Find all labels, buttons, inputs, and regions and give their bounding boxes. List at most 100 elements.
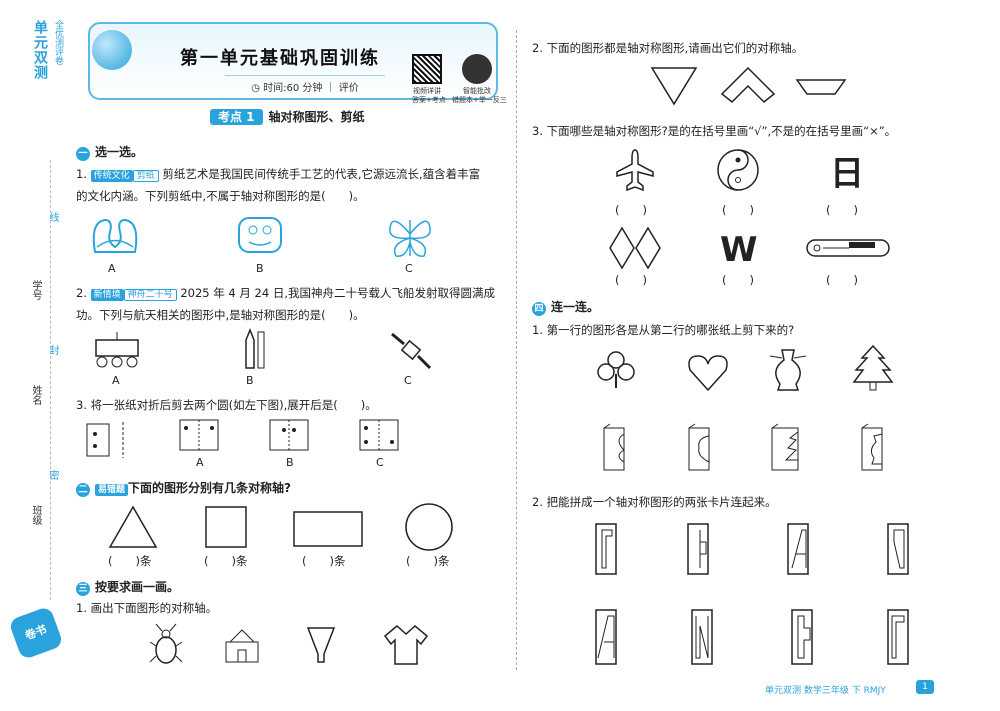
card-top-2[interactable]: [686, 522, 710, 576]
q3-option-a[interactable]: A: [196, 456, 204, 469]
clover-shape[interactable]: [596, 348, 636, 390]
q1-option-c[interactable]: C: [405, 262, 413, 275]
q3-blank-ri[interactable]: ( ): [826, 203, 858, 217]
blank-square[interactable]: ( )条: [204, 554, 248, 568]
folded-vase-card[interactable]: [860, 422, 886, 472]
qr2-sub: 错题本+举一反三: [452, 96, 507, 104]
folded-paper-icon: [86, 422, 124, 458]
circle-shape: [405, 503, 453, 551]
tree-shape[interactable]: [852, 344, 894, 392]
brand-title: 单元双测: [32, 20, 48, 80]
q3-option-c[interactable]: C: [376, 456, 384, 469]
card-bottom-1[interactable]: [594, 608, 618, 666]
q3-blank-diamonds[interactable]: ( ): [615, 273, 647, 287]
s3-q1-text: 1. 画出下面图形的对称轴。: [76, 601, 218, 615]
square-shape: [205, 506, 247, 548]
tiger-papercut-icon: [238, 217, 282, 253]
ri-character: 日: [830, 154, 864, 194]
card-bottom-2[interactable]: [690, 608, 714, 666]
q3-blank-airplane[interactable]: ( ): [615, 203, 647, 217]
q2-text: 2. 新情境神舟二十号 2025 年 4 月 24 日,我国神舟二十号载人飞船发…: [76, 286, 495, 322]
card-bottom-4[interactable]: [886, 608, 910, 666]
rocket-icon: [245, 327, 265, 369]
q1-option-a[interactable]: A: [108, 262, 116, 275]
section4-heading: 四连一连。: [532, 298, 599, 316]
q3-option-b[interactable]: B: [286, 456, 294, 469]
qr-code-icon[interactable]: [412, 54, 442, 84]
section2-heading: 二易错题下面的图形分别有几条对称轴?: [76, 479, 291, 497]
folded-tree-card[interactable]: [770, 422, 802, 472]
binding-line: [50, 160, 51, 600]
satellite-icon: [391, 332, 432, 370]
page-divider: [516, 30, 517, 670]
rover-icon: [95, 332, 139, 368]
diamonds-icon: [609, 226, 661, 270]
inverted-triangle-shape[interactable]: [650, 66, 698, 106]
yinyang-icon: [717, 149, 759, 191]
s3-q3-text: 3. 下面哪些是轴对称图形?是的在括号里画“√”,不是的在括号里画“×”。: [532, 124, 897, 138]
q1-option-b[interactable]: B: [256, 262, 264, 275]
card-bottom-3[interactable]: [790, 608, 814, 666]
q3-option-c-shape: [359, 419, 399, 451]
airplane-icon: [616, 149, 654, 192]
card-top-3[interactable]: [786, 522, 810, 576]
trapezoid-shape[interactable]: [795, 78, 847, 98]
section1-num: 一: [76, 147, 90, 161]
badge-shenzhou: 神舟二十号: [123, 289, 177, 301]
left-sidebar: 单元双测 全优测评卷 学号 姓名 班级 线 封 密 卷书: [0, 0, 64, 711]
seal-mark-1: 线: [47, 212, 58, 222]
time-icon: ◷: [251, 83, 260, 94]
s3-q2-text: 2. 下面的图形都是轴对称图形,请画出它们的对称轴。: [532, 41, 804, 55]
section3-num: 三: [76, 582, 90, 596]
heart-shape[interactable]: [686, 352, 730, 392]
section3-heading: 三按要求画一画。: [76, 578, 179, 596]
label-class: 班级: [30, 505, 41, 525]
w-letter: W: [720, 230, 758, 270]
badge-traditional: 传统文化: [90, 170, 133, 182]
mascot-logo: 卷书: [8, 605, 64, 661]
seal-mark-3: 密: [47, 470, 58, 480]
label-name: 姓名: [30, 385, 41, 405]
q3-blank-w[interactable]: ( ): [722, 273, 754, 287]
triangle-shape: [108, 505, 158, 548]
shirt-icon[interactable]: [383, 624, 429, 666]
blank-circle[interactable]: ( )条: [406, 554, 450, 568]
key-slot-icon: [806, 239, 890, 257]
beetle-icon[interactable]: [148, 622, 184, 666]
card-top-4[interactable]: [886, 522, 910, 576]
card-top-1[interactable]: [594, 522, 618, 576]
q1-text: 1. 传统文化剪纸 剪纸艺术是我国民间传统手工艺的代表,它源远流长,蕴含着丰富 …: [76, 167, 481, 203]
q3-blank-yinyang[interactable]: ( ): [722, 203, 754, 217]
blocks-icon[interactable]: [222, 628, 262, 664]
brand-subtitle: 全优测评卷: [53, 20, 63, 65]
folded-heart-card[interactable]: [687, 422, 713, 472]
section2-title: 下面的图形分别有几条对称轴?: [128, 481, 291, 495]
badge-errorprone: 易错题: [95, 484, 129, 496]
page-title: 第一单元基础巩固训练: [180, 48, 380, 69]
kaodian-text: 轴对称图形、剪纸: [268, 110, 365, 124]
cup-icon[interactable]: [306, 626, 336, 666]
ai-grading-icon[interactable]: [462, 54, 492, 84]
qr1-caption: 视频详讲: [413, 87, 441, 95]
s4-q1-text: 1. 第一行的图形各是从第二行的哪张纸上剪下来的?: [532, 323, 795, 337]
badge-newsituation: 新情境: [90, 289, 124, 301]
q3-text: 3. 将一张纸对折后剪去两个圆(如左下图),展开后是( )。: [76, 398, 377, 412]
section3-title: 按要求画一画。: [95, 580, 180, 594]
folded-clover-card[interactable]: [602, 422, 628, 472]
vase-shape[interactable]: [766, 346, 810, 394]
time-text: 时间:60 分钟: [263, 83, 323, 94]
chevron-shape[interactable]: [720, 66, 776, 106]
q3-blank-key[interactable]: ( ): [826, 273, 858, 287]
seal-mark-2: 封: [47, 345, 58, 355]
blank-rectangle[interactable]: ( )条: [302, 554, 346, 568]
q3-option-a-shape: [179, 419, 219, 451]
q2-option-b[interactable]: B: [246, 374, 254, 387]
blank-triangle[interactable]: ( )条: [108, 554, 152, 568]
qr1-sub: 答案+考点: [412, 96, 446, 104]
q2-option-a[interactable]: A: [112, 374, 120, 387]
badge-papercut: 剪纸: [132, 170, 159, 182]
section2-num: 二: [76, 483, 90, 497]
footer-text: 单元双测 数学三年级 下 RMJY: [765, 686, 886, 696]
q2-option-c[interactable]: C: [404, 374, 412, 387]
